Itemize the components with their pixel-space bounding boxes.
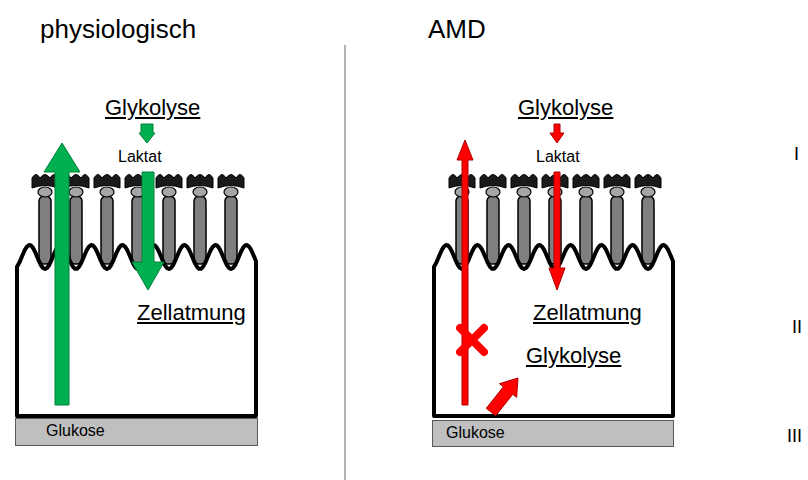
glucose-flux-arrow bbox=[457, 140, 473, 405]
layer-number: III bbox=[787, 425, 802, 447]
layer-number: II bbox=[792, 316, 802, 338]
substrate-label: Glukose bbox=[46, 421, 105, 441]
lactate-flux-arrow bbox=[549, 172, 565, 290]
process-label: Zellatmung bbox=[137, 300, 246, 326]
lactate-flux-arrow bbox=[132, 172, 164, 290]
process-label: Zellatmung bbox=[533, 300, 642, 326]
panel-heading: physiologisch bbox=[40, 14, 196, 45]
layer-number: I bbox=[794, 143, 799, 165]
substrate-label: Glukose bbox=[446, 423, 505, 443]
process-label: Glykolyse bbox=[526, 343, 621, 369]
glucose-supply-bar: Glukose bbox=[15, 418, 258, 446]
metabolite-label: Laktat bbox=[536, 147, 580, 166]
physiological-arrows bbox=[44, 124, 164, 405]
glucose-supply-bar: Glukose bbox=[432, 420, 674, 447]
metabolite-label: Laktat bbox=[118, 147, 162, 166]
amd-arrows bbox=[457, 124, 565, 416]
lactate-production-arrow bbox=[139, 124, 155, 143]
process-label: Glykolyse bbox=[105, 95, 200, 121]
process-label: Glykolyse bbox=[518, 95, 613, 121]
block-cross bbox=[460, 328, 484, 352]
lactate-production-arrow bbox=[550, 124, 564, 143]
block-cross bbox=[460, 328, 484, 352]
glucose-flux-arrow bbox=[44, 143, 80, 405]
panel-heading: AMD bbox=[428, 14, 486, 45]
glucose-uptake-arrow bbox=[486, 378, 518, 416]
panel-divider bbox=[344, 45, 345, 480]
